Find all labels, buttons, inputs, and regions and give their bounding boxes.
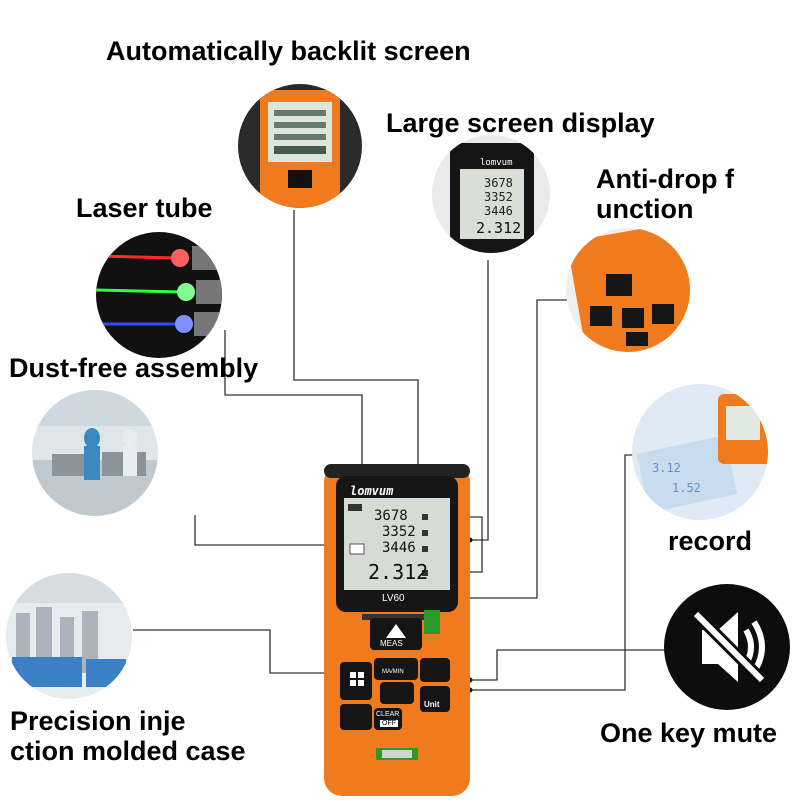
mid-label: MA/MIN: [382, 669, 404, 675]
svg-text:3352: 3352: [484, 190, 513, 204]
device-reading-3: 3446: [382, 540, 416, 556]
mute-badge: [664, 584, 790, 710]
svg-text:lomvum: lomvum: [480, 158, 513, 168]
device-model: LV60: [382, 593, 405, 604]
device-reading-2: 3352: [382, 524, 416, 540]
svg-text:2.312: 2.312: [476, 219, 521, 237]
label-large-display: Large screen display: [386, 108, 655, 138]
laser-photo: [96, 232, 222, 358]
device-reading-1: 3678: [374, 508, 408, 524]
speaker-mute-icon: [691, 609, 767, 685]
dust-free-photo: [32, 390, 158, 516]
display-photo: lomvum 3678 3352 3446 2.312: [432, 135, 550, 253]
svg-text:1.52: 1.52: [672, 481, 701, 495]
label-case-line1: Precision inje: [10, 706, 186, 736]
label-anti-drop-line2: unction: [596, 194, 694, 224]
label-mute: One key mute: [600, 718, 778, 748]
anti-drop-photo: [566, 228, 690, 352]
label-record: record: [668, 526, 753, 556]
laser-distance-meter: lomvum 3678 3352 3446 2.312 LV60 MEAS MA…: [322, 460, 472, 800]
svg-text:3.12: 3.12: [652, 461, 681, 475]
device-brand: lomvum: [350, 484, 394, 498]
label-case-line2: ction molded case: [10, 736, 246, 766]
label-anti-drop-line1: Anti-drop f: [596, 164, 734, 194]
backlit-photo: [238, 84, 362, 208]
label-dust: Dust-free assembly: [9, 353, 259, 383]
svg-text:3446: 3446: [484, 204, 513, 218]
device-reading-main: 2.312: [368, 560, 429, 584]
label-anti-drop: Anti-drop f unction: [596, 164, 734, 224]
label-laser: Laser tube: [76, 193, 213, 223]
label-case: Precision inje ction molded case: [10, 706, 246, 766]
clear-button[interactable]: CLEAR: [376, 711, 400, 718]
label-backlit: Automatically backlit screen: [106, 36, 471, 66]
svg-text:3678: 3678: [484, 176, 513, 190]
record-photo: 3.12 1.52: [632, 384, 768, 520]
meas-button[interactable]: MEAS: [380, 639, 403, 648]
off-button[interactable]: OFF: [380, 720, 398, 727]
case-photo: [6, 573, 132, 699]
unit-button[interactable]: Unit: [424, 700, 440, 709]
